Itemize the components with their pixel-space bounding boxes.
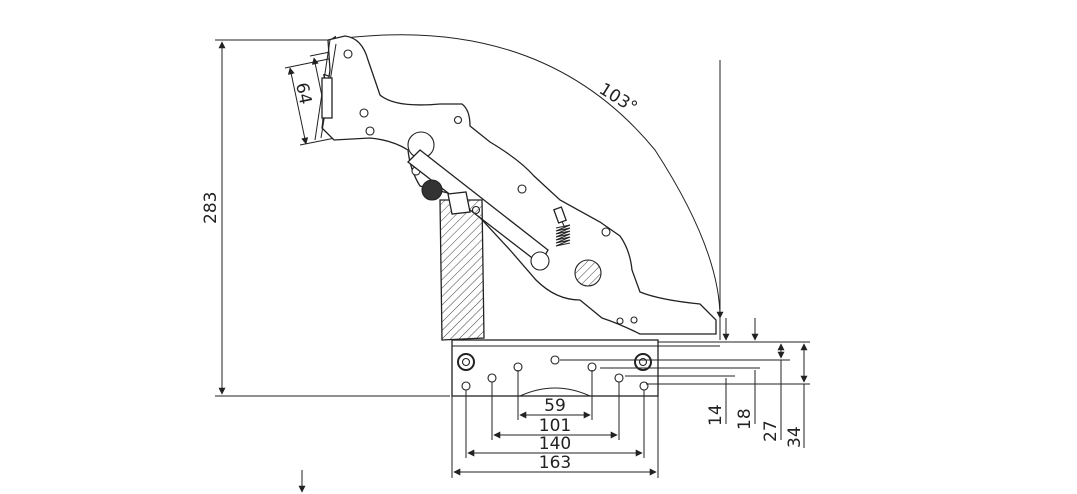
dim-101-label: 101 <box>539 416 571 436</box>
right-dimensions: 14 18 27 34 <box>560 318 810 448</box>
dim-163-label: 163 <box>539 453 571 473</box>
gas-strut <box>439 191 485 341</box>
spacing-64-label: 64 <box>291 81 315 106</box>
dim-14-label: 14 <box>706 404 726 426</box>
height-label: 283 <box>201 192 221 224</box>
upper-bracket <box>314 35 717 335</box>
dim-34-label: 34 <box>785 426 805 448</box>
dim-27-label: 27 <box>761 420 781 442</box>
bottom-dimensions: 59 101 140 163 <box>451 370 659 478</box>
dim-18-label: 18 <box>735 408 755 430</box>
tension-spring <box>553 206 602 287</box>
overall-height-dimension: 283 <box>201 39 450 397</box>
dim-140-label: 140 <box>539 434 571 454</box>
dim-59-label: 59 <box>544 396 566 416</box>
